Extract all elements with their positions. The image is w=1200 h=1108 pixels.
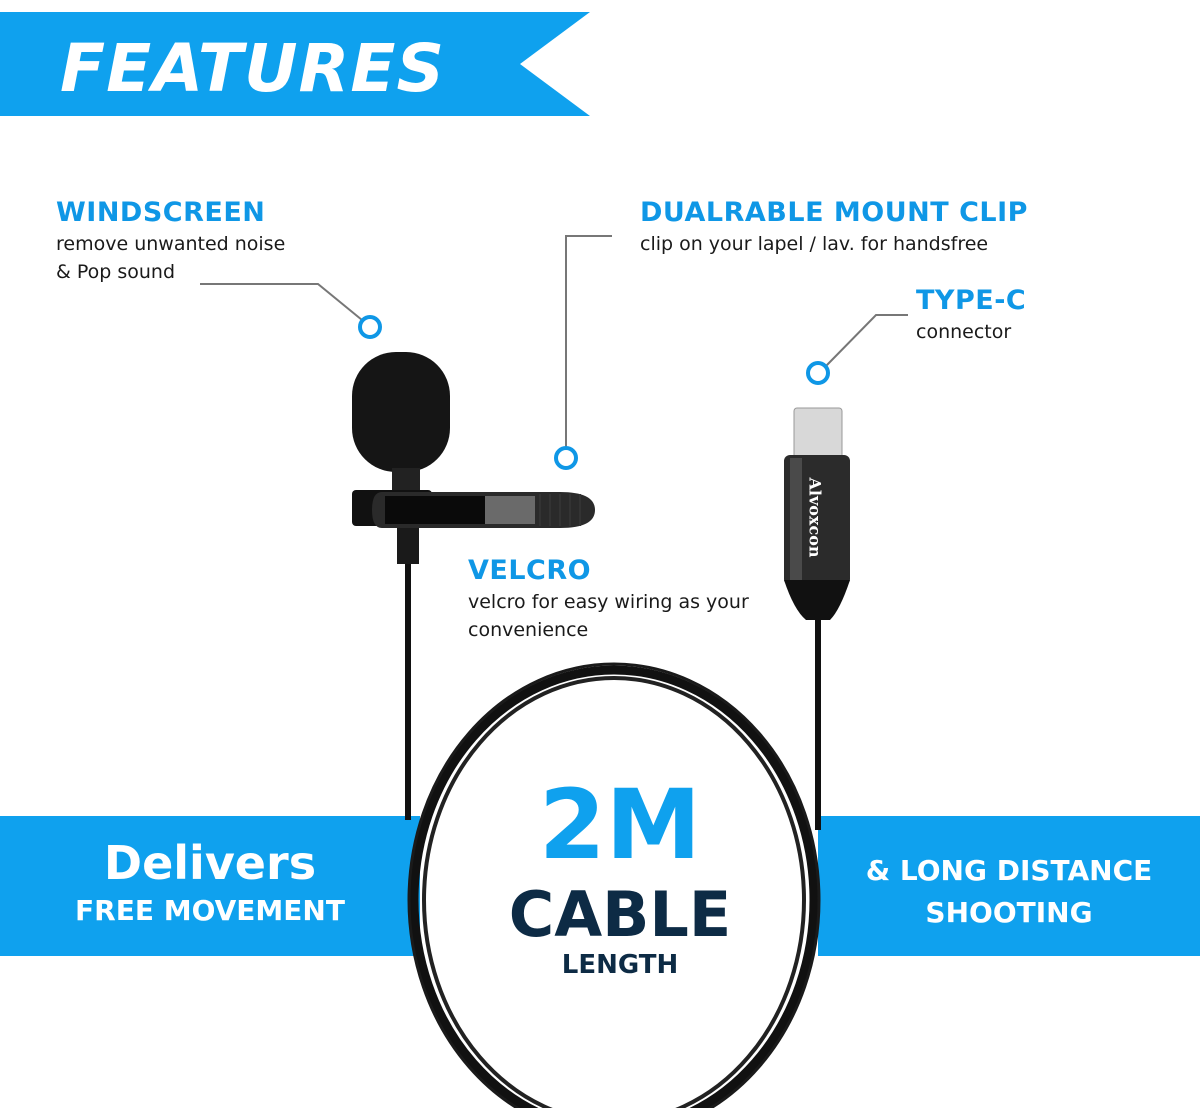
brand-label: Alvoxcon bbox=[805, 477, 825, 558]
type-c-callout: TYPE-C connector bbox=[916, 284, 1026, 346]
shooting-text: SHOOTING bbox=[925, 896, 1093, 929]
velcro-desc-line1: velcro for easy wiring as your bbox=[468, 591, 749, 613]
windscreen-title: WINDSCREEN bbox=[56, 197, 266, 228]
type-c-title: TYPE-C bbox=[916, 285, 1027, 316]
windscreen-desc-line2: & Pop sound bbox=[56, 261, 176, 283]
cable-length-value: 2M bbox=[538, 769, 702, 881]
long-distance-text: & LONG DISTANCE bbox=[865, 854, 1153, 887]
type-c-desc: connector bbox=[916, 321, 1012, 343]
velcro-callout: VELCRO velcro for easy wiring as your co… bbox=[468, 554, 749, 644]
windscreen-desc-line1: remove unwanted noise bbox=[56, 233, 286, 255]
features-banner: FEATURES bbox=[0, 12, 590, 116]
delivers-text: Delivers bbox=[103, 836, 317, 890]
length-label: LENGTH bbox=[561, 950, 679, 980]
mount-clip-title: DUALRABLE MOUNT CLIP bbox=[640, 197, 1028, 228]
mount-clip-desc: clip on your lapel / lav. for handsfree bbox=[640, 233, 989, 255]
velcro-title: VELCRO bbox=[468, 555, 592, 586]
free-movement-stripe: Delivers FREE MOVEMENT bbox=[0, 816, 420, 956]
free-movement-text: FREE MOVEMENT bbox=[75, 894, 345, 927]
long-distance-stripe: & LONG DISTANCE SHOOTING bbox=[818, 816, 1200, 956]
windscreen-callout: WINDSCREEN remove unwanted noise & Pop s… bbox=[56, 196, 285, 286]
mount-clip-callout: DUALRABLE MOUNT CLIP clip on your lapel … bbox=[640, 196, 1028, 258]
banner-ribbon-shape bbox=[0, 12, 590, 116]
cable-label: CABLE bbox=[508, 878, 732, 951]
velcro-desc-line2: convenience bbox=[468, 619, 589, 641]
banner-title: FEATURES bbox=[60, 30, 445, 107]
